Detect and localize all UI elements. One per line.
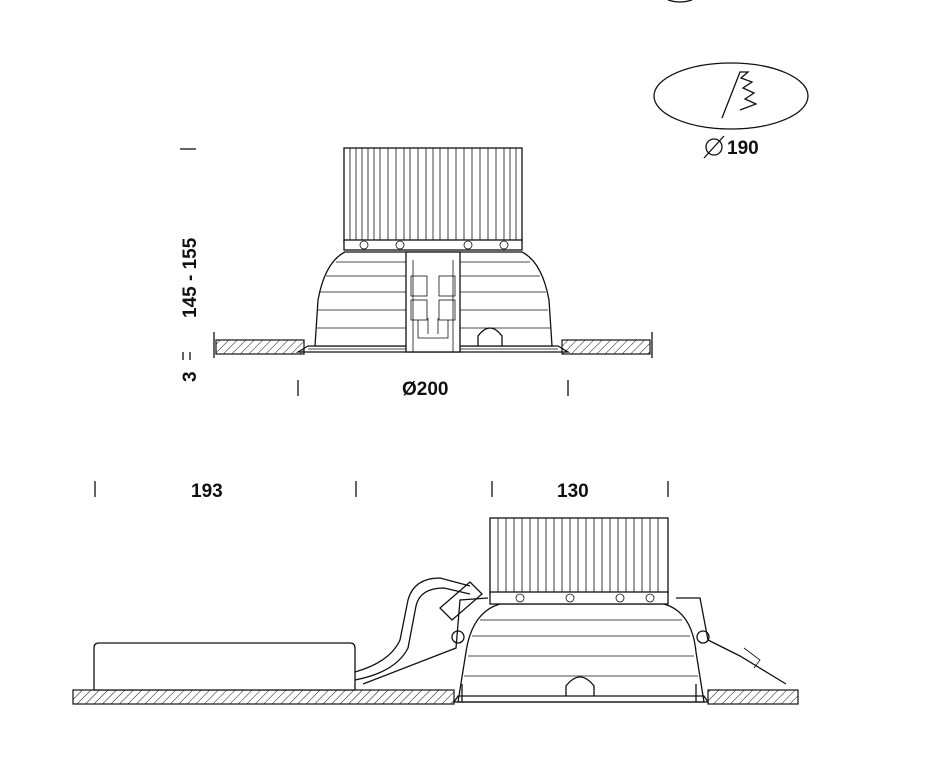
ceiling-section-left xyxy=(215,339,305,355)
clip-pivot-left xyxy=(451,630,465,644)
cutout-detail: 190 xyxy=(653,62,809,159)
front-view: 145 - 155 3 xyxy=(180,147,653,400)
side-view: 193 130 xyxy=(72,481,799,705)
side-trim xyxy=(452,695,710,703)
height-dimension-label: 145 - 155 xyxy=(180,237,201,318)
diameter-symbol-slash xyxy=(703,135,725,159)
cutout-ellipse xyxy=(653,62,809,130)
side-ceiling-right xyxy=(707,689,799,705)
spring-clip-window xyxy=(477,327,503,346)
driver-box xyxy=(93,642,356,691)
top-edge-mark xyxy=(667,0,693,3)
diameter-symbol-circle xyxy=(705,138,723,156)
spring-clip-left xyxy=(362,597,489,685)
connection-cable xyxy=(354,577,471,673)
mounting-bracket xyxy=(405,251,461,353)
side-ceiling-left xyxy=(72,689,455,705)
saw-blade-icon xyxy=(721,71,758,119)
heat-sink-base xyxy=(343,239,523,251)
side-width-label: 130 xyxy=(557,481,589,502)
side-clip-window xyxy=(565,676,595,696)
driver-length-label: 193 xyxy=(191,481,223,502)
side-reflector xyxy=(457,603,705,703)
front-diameter-label: Ø200 xyxy=(402,379,448,400)
ceiling-section-right xyxy=(561,339,651,355)
trim-ring xyxy=(295,345,571,353)
trim-dimension-label: 3 xyxy=(180,371,201,382)
side-heat-sink-base xyxy=(489,591,669,605)
connection-cable-inner xyxy=(354,587,471,681)
cable-connector xyxy=(439,581,483,621)
clip-pivot-right xyxy=(696,630,710,644)
cutout-diameter-label: 190 xyxy=(727,138,759,159)
side-heat-sink xyxy=(489,517,669,595)
